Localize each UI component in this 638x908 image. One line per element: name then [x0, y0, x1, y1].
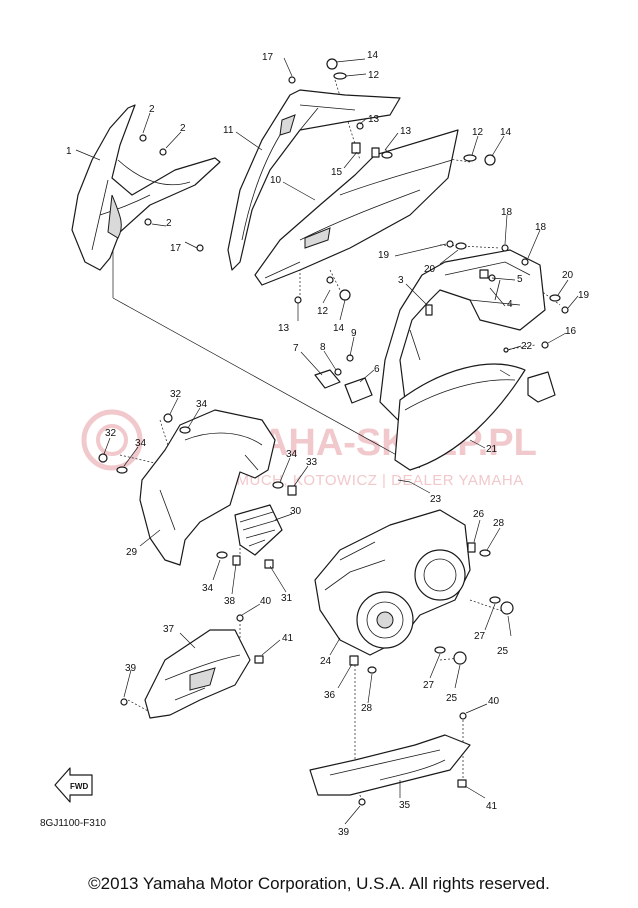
callout-29: 29 [126, 547, 138, 558]
callout-21: 21 [486, 444, 498, 455]
callout-34: 34 [135, 438, 147, 449]
callout-37: 37 [163, 624, 175, 635]
diagram-code: 8GJ1100-F310 [40, 818, 106, 829]
callout-20: 20 [424, 264, 436, 275]
fwd-arrow-icon [54, 767, 93, 803]
callout-27: 27 [423, 680, 435, 691]
callout-14: 14 [333, 323, 345, 334]
callout-2: 2 [166, 218, 172, 229]
part-belt-cover [394, 363, 526, 471]
part-engine-side-cover [314, 509, 471, 656]
callout-28: 28 [361, 703, 373, 714]
callout-19: 19 [378, 250, 390, 261]
watermark-logo-ring [81, 409, 143, 471]
callout-3: 3 [398, 275, 404, 286]
copyright-notice: ©2013 Yamaha Motor Corporation, U.S.A. A… [88, 874, 550, 893]
callout-24: 24 [320, 656, 332, 667]
callout-12: 12 [472, 127, 484, 138]
part-lower-side-cover [254, 129, 459, 286]
callout-6: 6 [374, 364, 380, 375]
callout-13: 13 [400, 126, 412, 137]
callout-12: 12 [317, 306, 329, 317]
callout-17: 17 [262, 52, 274, 63]
part-grille [234, 504, 283, 556]
callout-1: 1 [66, 146, 72, 157]
part-frame-bracket [379, 249, 546, 421]
part-lower-side-rail [309, 734, 471, 796]
callout-labels: 1 2 2 2 3 4 5 6 7 8 9 10 11 12 12 12 13 … [66, 50, 590, 838]
callout-18: 18 [501, 207, 513, 218]
callout-36: 36 [324, 690, 336, 701]
callout-27: 27 [474, 631, 486, 642]
callout-5: 5 [517, 274, 523, 285]
callout-25: 25 [446, 693, 458, 704]
callout-30: 30 [290, 506, 302, 517]
callout-16: 16 [565, 326, 577, 337]
callout-41: 41 [282, 633, 294, 644]
callout-17: 17 [170, 243, 182, 254]
callout-35: 35 [399, 800, 411, 811]
callout-32: 32 [105, 428, 117, 439]
callout-15: 15 [331, 167, 343, 178]
part-right-bracket [527, 371, 556, 403]
callout-9: 9 [351, 328, 357, 339]
callout-39: 39 [125, 663, 137, 674]
callout-8: 8 [320, 342, 326, 353]
callout-14: 14 [500, 127, 512, 138]
callout-34: 34 [202, 583, 214, 594]
part-upper-side-cover [227, 89, 401, 271]
callout-22: 22 [521, 341, 533, 352]
fwd-label: FWD [70, 782, 88, 791]
callout-11: 11 [223, 125, 234, 136]
callout-33: 33 [306, 457, 318, 468]
callout-40: 40 [488, 696, 500, 707]
callout-32: 32 [170, 389, 182, 400]
watermark-logo-inner [96, 424, 128, 456]
callout-7: 7 [293, 343, 299, 354]
fasteners [98, 58, 569, 806]
callout-10: 10 [270, 175, 282, 186]
callout-41: 41 [486, 801, 498, 812]
callout-34: 34 [286, 449, 298, 460]
callout-4: 4 [507, 299, 513, 310]
callout-38: 38 [224, 596, 236, 607]
callout-18: 18 [535, 222, 547, 233]
callout-28: 28 [493, 518, 505, 529]
callout-23: 23 [430, 494, 442, 505]
fwd-arrow: FWD [54, 767, 93, 803]
callout-13: 13 [278, 323, 290, 334]
callout-12: 12 [368, 70, 380, 81]
callout-2: 2 [149, 104, 155, 115]
callout-leaders [75, 57, 579, 825]
callout-25: 25 [497, 646, 509, 657]
callout-2: 2 [180, 123, 186, 134]
callout-20: 20 [562, 270, 574, 281]
callout-13: 13 [368, 114, 380, 125]
part-front-panel [71, 104, 221, 271]
callout-34: 34 [196, 399, 208, 410]
callout-14: 14 [367, 50, 379, 61]
part-lower-front-cover [139, 409, 276, 566]
part-small-bracket [314, 369, 373, 404]
callout-19: 19 [578, 290, 590, 301]
callout-39: 39 [338, 827, 350, 838]
callout-40: 40 [260, 596, 272, 607]
callout-26: 26 [473, 509, 485, 520]
callout-31: 31 [281, 593, 293, 604]
part-lower-mount [144, 629, 251, 719]
